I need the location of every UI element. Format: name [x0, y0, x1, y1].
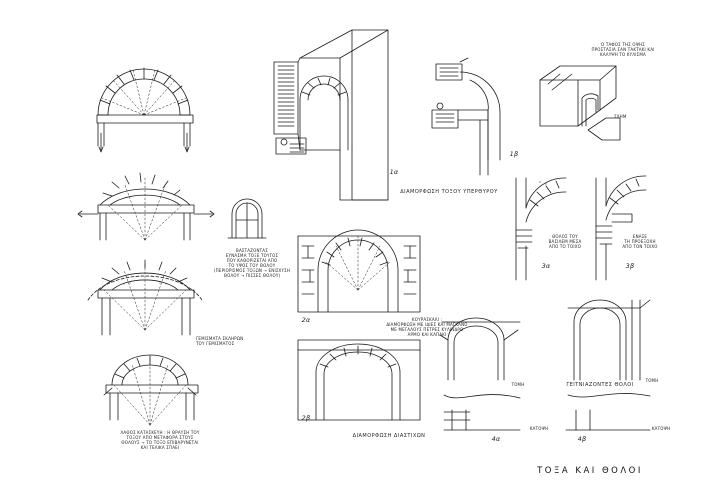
- figure-number-4a: 4α: [491, 435, 501, 443]
- arch-elevation-2a: [297, 229, 421, 313]
- fill-note: ΓΕΜΙΣΜΑΤΑ ΣΚΛΗΡΩΝ ΤΟΥ ΓΕΜΙΣΜΑΤΟΣ: [196, 336, 244, 346]
- fold-note-a: ΘΟΛΟΣ ΤΟΥ ΒΑΣΙΛΕΜ ΜΕΣΑ ΑΠΟ ΤΟ ΤΟΙΧΟ: [548, 234, 582, 249]
- stones-note: ΚΟΥΡΑΣΚΑΛΙ : ΔΙΑΜΟΡΦΩΣΗ ΜΕ ΙΔΙΕΣ ΚΑΙ ΜΑΓ…: [386, 317, 468, 337]
- figure-number-3b: 3β: [625, 262, 635, 270]
- plan-label-b: ΚΑΤΟΨΗ: [651, 426, 671, 431]
- figure-number-1b: 1β: [509, 150, 519, 158]
- fig-1-caption: ΔΙΑΜΟΡΦΩΣΗ ΤΟΞΟΥ ΥΠΕΡΘΥΡΟΥ: [400, 189, 498, 195]
- fig-2-caption: ΔΙΑΜΟΡΦΩΣΗ ΔΙΑΣΤΙΧΩΝ: [352, 433, 426, 439]
- side-label: ΣΧΗΜ: [614, 114, 627, 119]
- fold-note-b: ΕΝΑΣΕ ΤΗ ΠΡΟΕΞΟΧΗ ΑΠΟ ΤΟΝ ΤΟΙΧΟ: [622, 234, 658, 249]
- arch-elevation-2b: [297, 339, 421, 421]
- sheet-title: ΤΟΞΑ ΚΑΙ ΘΟΛΟΙ: [537, 466, 643, 476]
- isometric-block-cut: [539, 65, 621, 141]
- fig-4-caption: ΓΕΙΤΝΙΑΖΟΝΤΕΣ ΘΟΛΟΙ: [566, 382, 634, 388]
- detail-3a: [515, 177, 567, 281]
- figure-number-3a: 3α: [541, 262, 551, 270]
- lintel-note: Ο ΤΑΦΟΣ ΤΗΣ ΟΨΗΣ ΠΡΟΣΤΑΣΙΑ ΣΑΝ ΤΑΚΤΑΚΙ Κ…: [591, 42, 655, 57]
- load-note: ΛΑΘΟΣ ΚΑΤΑΣΚΕΥΗ : Η ΘΡΑΥΣΗ ΤΟΥ ΤΟΞΟΥ ΑΠΟ…: [120, 430, 200, 450]
- adjacent-vaults-4b: [565, 299, 651, 431]
- plan-label-a: ΚΑΤΟΨΗ: [529, 426, 549, 431]
- arch-diagram-4: [103, 354, 199, 426]
- figure-number-2b: 2β: [301, 414, 311, 422]
- figure-number-2a: 2α: [301, 316, 311, 324]
- isometric-lintel-1b: [431, 57, 501, 176]
- adjacent-vaults-4a: [439, 317, 521, 431]
- section-label-a: ΤΟΜΗ: [511, 382, 525, 387]
- detail-3b: [595, 175, 647, 281]
- figure-number-4b: 4β: [577, 435, 587, 443]
- arch-diagram-1: [96, 67, 194, 153]
- centering-frame: [227, 198, 267, 239]
- section-label-b: ΤΟΜΗ: [645, 378, 659, 383]
- arch-diagram-2: [77, 172, 215, 241]
- centering-note: ΒΑΣΤΑΖΟΝΤΑΣ ΕΥΝΑΣΜΑ ΤΟΞΕ ΤΟΥΓΟΣ ΠΟΥ ΚΑΘΟ…: [213, 248, 291, 278]
- arch-diagram-3: [87, 259, 203, 336]
- figure-number-1a: 1α: [389, 168, 399, 176]
- isometric-lintel-1a: [273, 29, 389, 201]
